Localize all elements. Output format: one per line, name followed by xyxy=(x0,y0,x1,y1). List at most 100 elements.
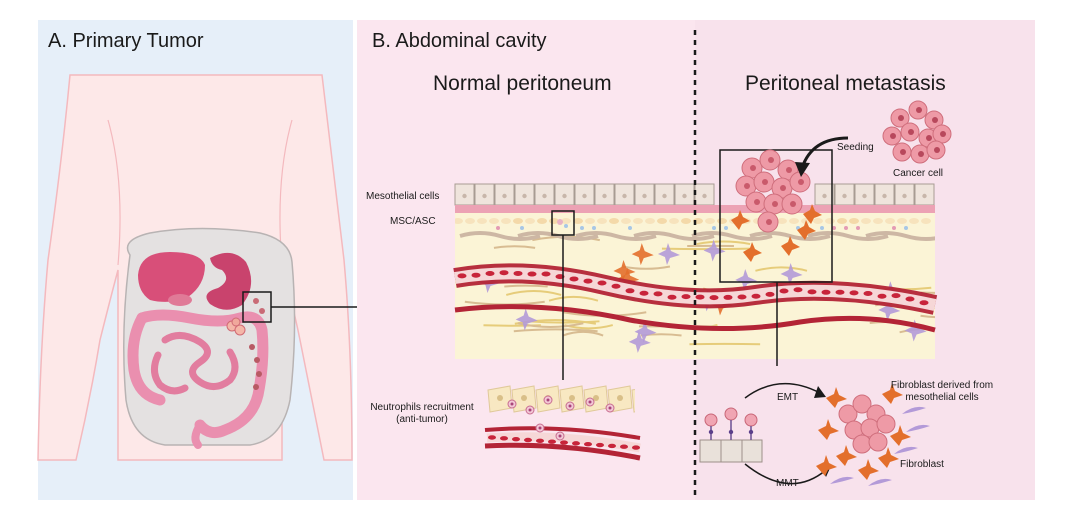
red-blood-cell xyxy=(821,289,831,295)
fibroblast-orange xyxy=(878,447,899,468)
fibroblast-orange xyxy=(882,383,903,404)
mesothelial-nucleus xyxy=(922,193,927,199)
neutrophil-nucleus xyxy=(546,398,550,402)
neutrophils-recruitment-label: Neutrophils recruitment (anti-tumor) xyxy=(362,402,482,426)
red-blood-cell xyxy=(548,439,556,444)
tumor-nucleus xyxy=(786,167,792,173)
stromal-cell xyxy=(717,218,727,224)
stromal-cell xyxy=(597,218,607,224)
red-blood-cell xyxy=(765,291,775,297)
collagen-fiber xyxy=(755,266,808,272)
neutrophil-nucleus xyxy=(510,402,514,406)
red-blood-cell xyxy=(667,294,677,300)
tumor-nucleus xyxy=(790,201,796,207)
red-blood-cell xyxy=(583,278,593,284)
tumor-nucleus xyxy=(780,185,786,191)
red-blood-cell xyxy=(499,270,509,276)
seeding-arrow xyxy=(795,136,849,177)
red-blood-cell xyxy=(891,293,901,299)
immune-cell xyxy=(628,226,632,230)
red-blood-cell xyxy=(572,441,580,446)
red-blood-cell xyxy=(524,437,532,443)
stromal-cell xyxy=(705,218,715,224)
red-blood-cell xyxy=(681,294,691,300)
receptor xyxy=(728,429,734,435)
mesothelial-nucleus xyxy=(842,193,847,199)
red-blood-cell xyxy=(905,296,915,302)
cancer-nucleus xyxy=(932,117,938,123)
emt-label: EMT xyxy=(777,392,799,403)
mmt-arrow xyxy=(744,463,827,485)
stromal-cell xyxy=(621,218,631,224)
red-blood-cell xyxy=(709,295,719,301)
cancer-cell xyxy=(852,434,872,454)
stromal-cell xyxy=(849,218,859,224)
fibroblast-orange xyxy=(826,387,847,408)
mesothelial-nucleus xyxy=(702,193,707,199)
collagen-fiber xyxy=(493,245,536,249)
red-blood-cell xyxy=(488,435,496,440)
immune-cell xyxy=(856,226,860,230)
collagen-fiber xyxy=(920,314,935,319)
stromal-cell xyxy=(777,218,787,224)
stromal-cell xyxy=(885,218,895,224)
panel-b-title: B. Abdominal cavity xyxy=(372,30,547,52)
cancer-fibroblast xyxy=(743,242,762,262)
fibroblast-derived-label: Fibroblast derived from mesothelial cell… xyxy=(872,380,1012,404)
fibroblast-purple xyxy=(906,424,930,432)
cancer-nucleus xyxy=(926,135,932,141)
tumor-cluster xyxy=(731,149,822,262)
mesothelial-nucleus xyxy=(862,193,867,199)
braided-fiber xyxy=(575,231,657,241)
cancer-fibroblast xyxy=(731,210,750,230)
collagen-fiber xyxy=(513,328,598,333)
stromal-cell xyxy=(789,218,799,224)
cancer-nucleus xyxy=(890,133,896,139)
stromal-cell xyxy=(573,218,583,224)
neutrophil-nucleus xyxy=(558,434,562,438)
immune-cell xyxy=(892,226,896,230)
collagen-fiber xyxy=(562,330,604,337)
stromal-cell xyxy=(477,218,487,224)
mmt-label: MMT xyxy=(776,478,799,489)
stromal-cell xyxy=(537,218,547,224)
collagen-fiber xyxy=(621,265,671,270)
neutrophils-line2: (anti-tumor) xyxy=(396,414,448,425)
fibroblast-cell xyxy=(617,267,640,290)
stromal-cell xyxy=(513,218,523,224)
red-blood-cell xyxy=(653,291,663,297)
red-blood-cell xyxy=(500,436,508,441)
stromal-cell xyxy=(813,218,823,224)
immune-cell xyxy=(832,226,836,230)
normal-peritoneum-title: Normal peritoneum xyxy=(433,72,612,95)
cancer-cell xyxy=(868,432,888,452)
stromal-cell xyxy=(633,218,643,224)
fibroblast-purple xyxy=(830,476,854,484)
neutrophil-nucleus xyxy=(608,406,612,410)
fibroblast-cell xyxy=(631,243,654,266)
stromal-cell xyxy=(609,218,619,224)
immune-cell xyxy=(820,226,824,230)
stromal-cell xyxy=(585,218,595,224)
collagen-fiber xyxy=(504,284,548,288)
immune-cell xyxy=(520,226,524,230)
mesothelial-tumor-cell xyxy=(704,413,718,427)
stromal-cell xyxy=(681,218,691,224)
immune-cell xyxy=(724,226,728,230)
peritoneal-metastasis-title: Peritoneal metastasis xyxy=(745,72,946,95)
red-blood-cell xyxy=(625,288,635,294)
mesothelial-nucleus xyxy=(502,193,507,199)
fibroblast-orange xyxy=(890,425,911,446)
mesothelial-nucleus xyxy=(542,193,547,199)
red-blood-cell xyxy=(723,294,733,300)
immune-cell xyxy=(592,226,596,230)
metastasis-zoom-box xyxy=(719,149,833,283)
red-blood-cell xyxy=(695,294,705,300)
red-blood-cell xyxy=(513,270,523,276)
red-blood-cell xyxy=(527,271,537,277)
red-blood-cell xyxy=(541,271,551,277)
cancer-nucleus xyxy=(918,151,924,157)
tumor-nucleus xyxy=(772,201,778,207)
liver-and-stomach xyxy=(138,252,252,310)
